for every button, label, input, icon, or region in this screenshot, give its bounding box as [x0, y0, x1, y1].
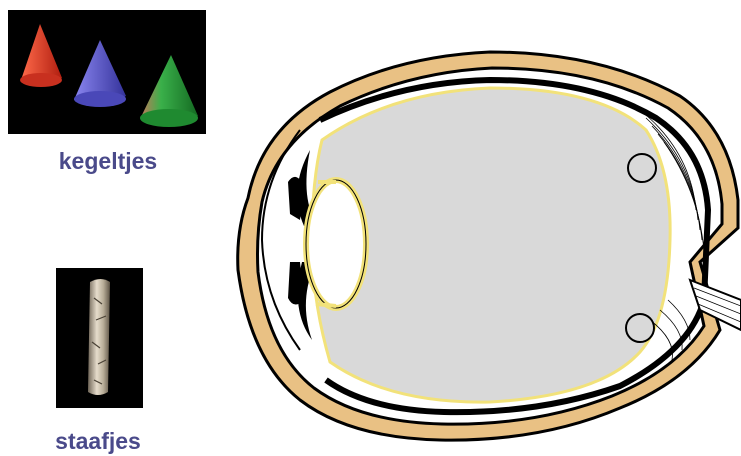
vessel-spot-lower	[626, 314, 654, 342]
vessel-spot-upper	[628, 154, 656, 182]
